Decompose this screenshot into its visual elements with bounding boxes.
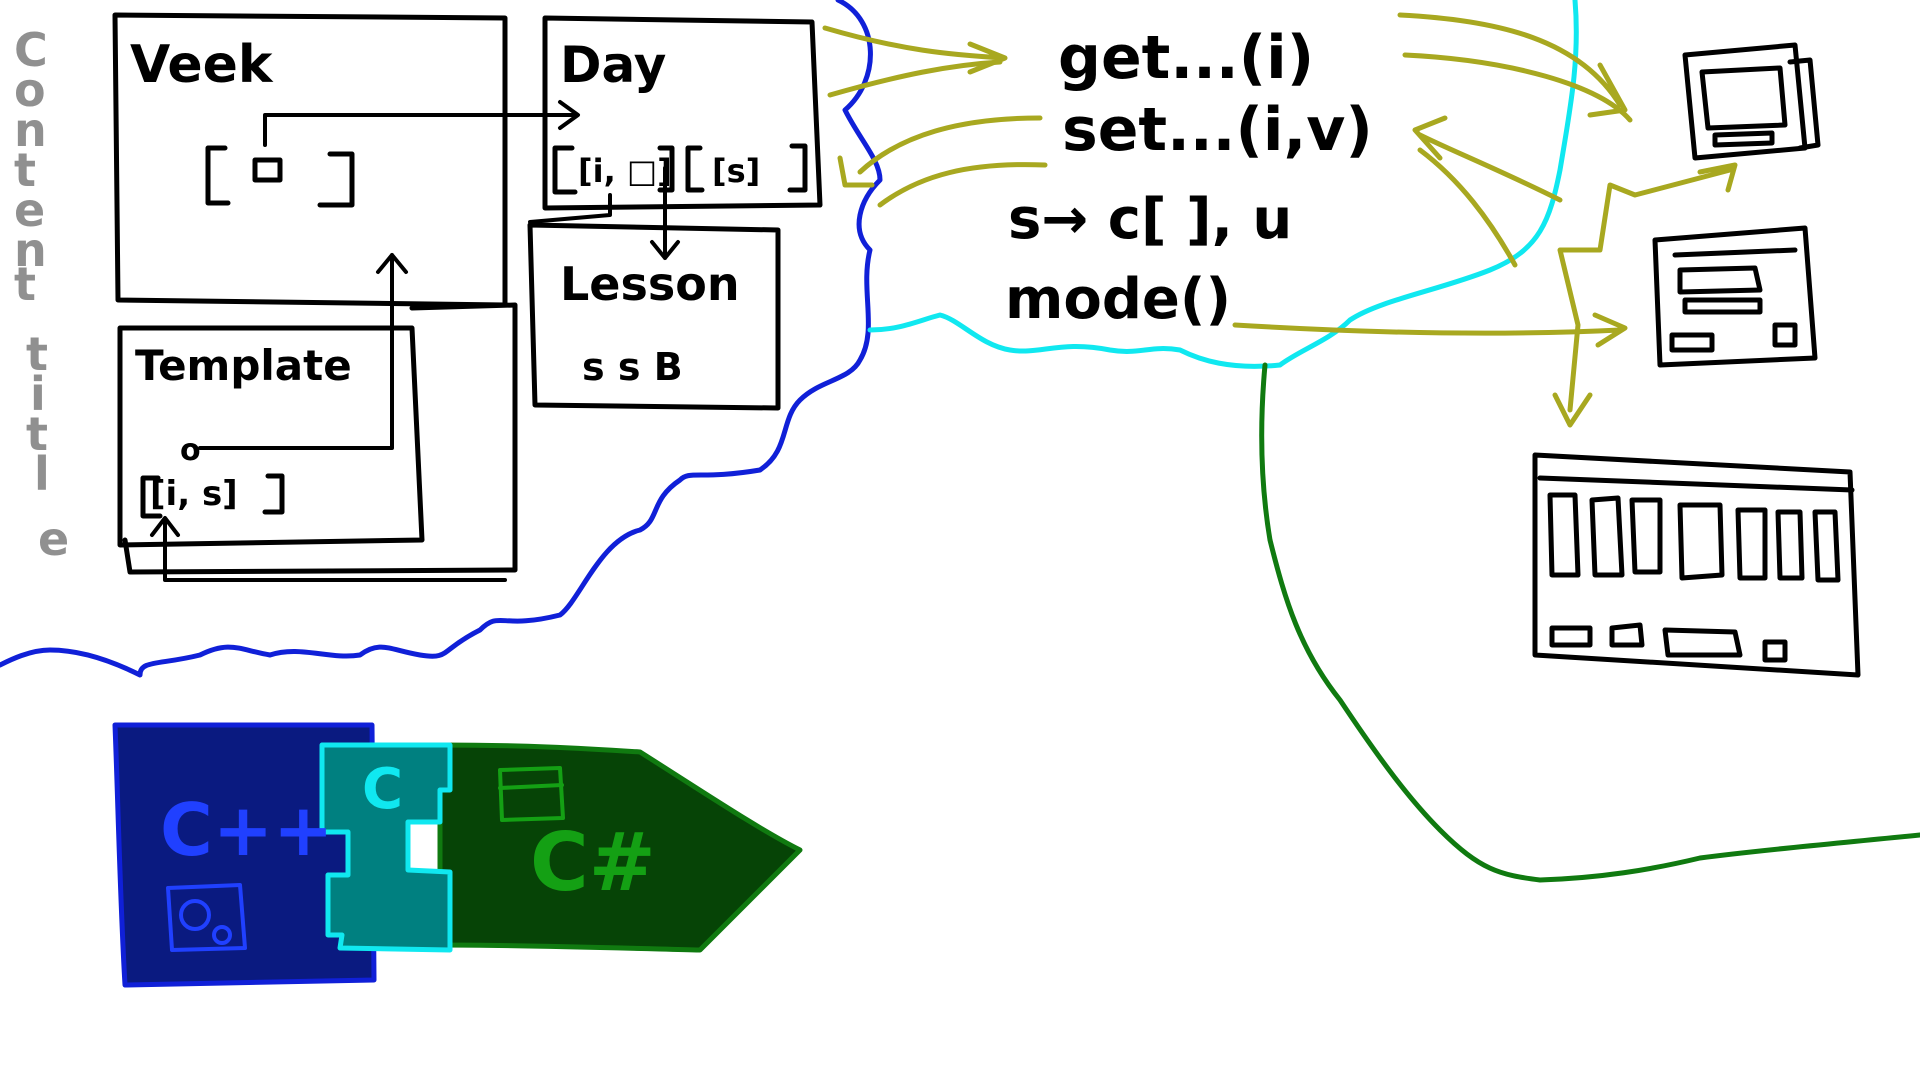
boundary-green: [1259, 362, 1920, 883]
day-slot-1: [i, □]: [578, 152, 672, 190]
week-box: Veek: [112, 12, 508, 308]
day-link-line: [528, 193, 612, 224]
side-title-char: t: [26, 407, 48, 461]
side-title-char: e: [38, 512, 69, 566]
arrow-to-get: [822, 25, 1008, 75]
lesson-fields: s s B: [582, 345, 683, 389]
arrow-mode-to-dialog: [1232, 312, 1628, 348]
day-label: Day: [560, 36, 666, 94]
side-title: C o n t e n t t i t l e: [14, 23, 69, 566]
arrow-hub-branches: [1552, 162, 1738, 428]
week-slot: [205, 145, 355, 208]
gear-icon: [166, 883, 247, 952]
outer-container: [122, 302, 518, 575]
api-get: get...(i): [1058, 23, 1314, 93]
arrow-get-to-monitor: [1397, 12, 1628, 118]
window-grid-icon: [1532, 452, 1861, 678]
api-list: get...(i) set...(i,v) s→ c[ ], u mode(): [1005, 23, 1373, 332]
lesson-label: Lesson: [560, 257, 740, 311]
day-slot-2: [s]: [712, 152, 760, 190]
monitor-icon: [1682, 42, 1821, 161]
csharp-block: [437, 742, 803, 953]
side-title-char: t: [14, 257, 36, 311]
arrow-to-get-2: [827, 59, 1003, 98]
c-block: [319, 742, 453, 953]
template-slot: [i, s]: [150, 474, 238, 514]
week-label: Veek: [130, 35, 274, 95]
side-title-char: t: [26, 327, 48, 381]
api-mode: mode(): [1005, 267, 1231, 332]
side-title-char: n: [14, 103, 47, 157]
arrow-from-set: [837, 115, 1043, 188]
arrow-from-set-2: [877, 162, 1048, 208]
template-dot: o: [180, 433, 201, 468]
arrow-get-to-monitor-2: [1402, 52, 1633, 123]
slot-to-template-arrow: [150, 516, 507, 582]
arrow-widgets-to-set: [1412, 115, 1563, 203]
cpp-block: [112, 722, 377, 988]
boundary-blue: [0, 0, 883, 678]
day-box: Day [i, □] [s]: [542, 15, 823, 211]
csharp-label: C#: [530, 816, 656, 909]
side-title-char: l: [34, 447, 50, 501]
side-title-char: t: [14, 143, 36, 197]
connector-arrows: [150, 100, 680, 582]
side-title-char: o: [14, 63, 46, 117]
api-conv: s→ c[ ], u: [1008, 187, 1292, 252]
language-logos: C++ C C#: [112, 722, 803, 988]
week-to-day-arrow: [263, 100, 580, 147]
folder-icon: [498, 766, 565, 822]
arrow-widgets-to-set-2: [1417, 147, 1518, 268]
api-set: set...(i,v): [1062, 95, 1373, 165]
window-dialog-icon: [1652, 225, 1818, 368]
olive-arrows: [822, 12, 1738, 428]
side-title-char: e: [14, 183, 45, 237]
c-label: C: [362, 757, 403, 822]
template-box: Template o [i, s]: [117, 325, 425, 548]
day-to-lesson-arrow: [650, 166, 680, 260]
lesson-box: Lesson s s B: [527, 222, 781, 411]
side-title-char: n: [14, 223, 47, 277]
side-title-char: i: [30, 367, 46, 421]
template-slot-brackets: [140, 473, 285, 519]
template-label: Template: [135, 341, 352, 390]
template-to-week-arrow: [198, 253, 408, 450]
cpp-label: C++: [160, 788, 334, 872]
side-title-char: C: [14, 23, 48, 77]
